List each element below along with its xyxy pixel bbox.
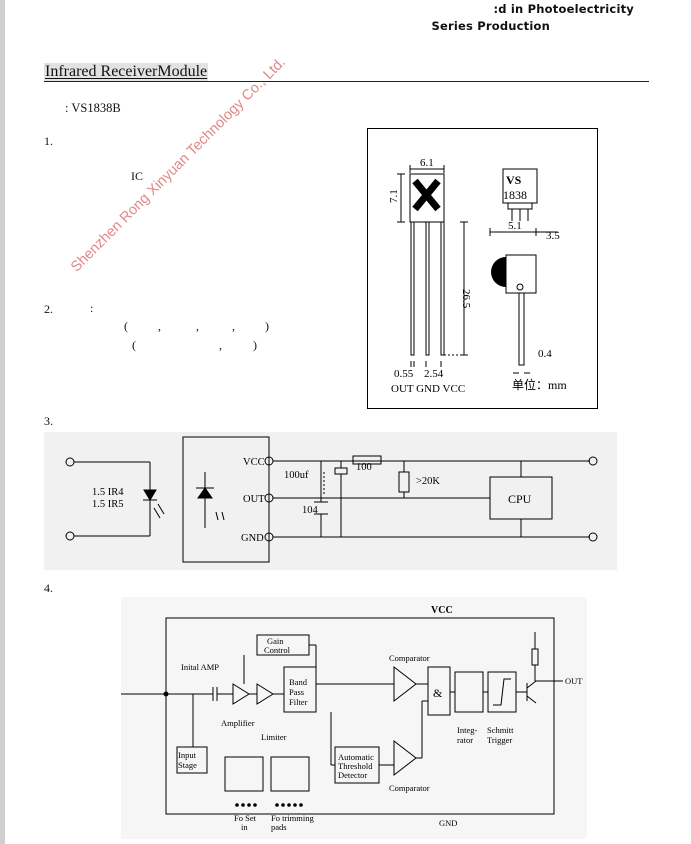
- ir-line2: 1.5 IR5: [92, 499, 124, 510]
- gnd-pin-label: GND: [241, 533, 264, 544]
- fo-set-label-2: in: [241, 822, 248, 832]
- model-number: : VS1838B: [65, 101, 121, 115]
- atd-label-3: Detector: [338, 770, 367, 780]
- dim-height-label: 7.1: [388, 189, 400, 203]
- section-2-paren-open: (: [132, 338, 136, 352]
- section-2-number: 2.: [44, 302, 53, 316]
- section-1-ic-text: IC: [131, 169, 143, 183]
- section-2-comma: ,: [196, 319, 199, 333]
- marking-top: VS: [506, 173, 522, 187]
- lens-mark-icon: [412, 178, 441, 212]
- section-2-colon: :: [90, 301, 94, 315]
- dim-depth-label: 5.1: [508, 220, 522, 232]
- header-company-line: :d in Photoelectricity: [493, 2, 634, 16]
- cap2-label: 104: [302, 505, 319, 516]
- res-label: 100: [356, 462, 372, 473]
- side-lens-icon: [491, 257, 506, 287]
- integrator-label-2: rator: [457, 735, 473, 745]
- pin-names-label: OUT GND VCC: [391, 383, 465, 395]
- section-1-number: 1.: [44, 134, 53, 148]
- section-2-comma: ,: [158, 319, 161, 333]
- and-label: &: [433, 686, 443, 700]
- section-2-paren-close: ): [253, 338, 257, 352]
- page-edge: [0, 0, 5, 844]
- bpf-label-1: Band: [289, 677, 308, 687]
- gnd-label: GND: [439, 818, 457, 828]
- cap1-label: 100uf: [284, 470, 309, 481]
- dim-pitch-label: 2.54: [424, 368, 444, 380]
- out-label: OUT: [565, 676, 583, 686]
- input-stage-label-2: Stage: [178, 760, 197, 770]
- watermark-text: Shenzhen Rong Xinyuan Technology Co., Lt…: [68, 54, 289, 276]
- dim-lead-thick-label: 0.4: [538, 348, 552, 360]
- comparator-bottom-label: Comparator: [389, 783, 430, 793]
- bpf-label-2: Pass: [289, 687, 304, 697]
- bpf-label-3: Filter: [289, 697, 308, 707]
- atd-label-2: Threshold: [338, 761, 373, 771]
- schmitt-label-1: Schmitt: [487, 725, 514, 735]
- header-series-line: Series Production: [431, 19, 550, 33]
- inital-amp-label: Inital AMP: [181, 662, 219, 672]
- amplifier-label: Amplifier: [221, 718, 255, 728]
- fo-set-label-1: Fo Set: [234, 813, 257, 823]
- section-2-comma: ,: [232, 319, 235, 333]
- fo-trim-label-2: pads: [271, 822, 287, 832]
- integrator-label-1: Integ-: [457, 725, 477, 735]
- dim-width-label: 6.1: [420, 157, 434, 169]
- block-diagram: VCC Inital AMP Gain Control Amplifier Li…: [121, 597, 587, 839]
- section-4-number: 4.: [44, 581, 53, 595]
- pullup-label: >20K: [416, 476, 440, 487]
- dim-lead-width-label: 0.55: [394, 368, 414, 380]
- cpu-label: CPU: [508, 492, 532, 506]
- vcc-label: VCC: [431, 605, 453, 616]
- page-title: Infrared ReceiverModule: [44, 63, 209, 81]
- unit-label: 单位：mm: [512, 377, 567, 392]
- input-stage-label-1: Input: [178, 750, 197, 760]
- application-circuit: 1.5 IR4 1.5 IR5 VCC OUT GND 100uf 104 10…: [44, 432, 617, 570]
- out-pin-label: OUT: [243, 494, 265, 505]
- vcc-pin-label: VCC: [243, 457, 265, 468]
- package-dimension-drawing: 6.1 7.1 26.5 0.55 2.54 OUT GND VCC VS 18…: [367, 128, 598, 409]
- dim-depth2-label: 3.5: [546, 230, 560, 242]
- section-3-number: 3.: [44, 414, 53, 428]
- marking-bottom: 1838: [503, 188, 527, 202]
- fo-trim-label-1: Fo trimming: [271, 813, 314, 823]
- section-2-comma: ,: [219, 338, 222, 352]
- comparator-top-label: Comparator: [389, 653, 430, 663]
- block-diagram-svg: VCC Inital AMP Gain Control Amplifier Li…: [121, 605, 583, 832]
- section-2-paren-close: ): [265, 319, 269, 333]
- section-2-paren-open: (: [124, 319, 128, 333]
- package-drawing-svg: 6.1 7.1 26.5 0.55 2.54 OUT GND VCC VS 18…: [388, 157, 567, 395]
- title-divider: [44, 81, 649, 82]
- atd-label-1: Automatic: [338, 752, 374, 762]
- gain-label: Gain: [267, 636, 284, 646]
- ir-line1: 1.5 IR4: [92, 487, 124, 498]
- chip-outline: [165, 617, 555, 815]
- control-label: Control: [264, 645, 291, 655]
- schmitt-label-2: Trigger: [487, 735, 512, 745]
- application-circuit-svg: 1.5 IR4 1.5 IR5 VCC OUT GND 100uf 104 10…: [65, 436, 598, 563]
- dim-lead-length-label: 26.5: [460, 289, 472, 309]
- limiter-label: Limiter: [261, 732, 287, 742]
